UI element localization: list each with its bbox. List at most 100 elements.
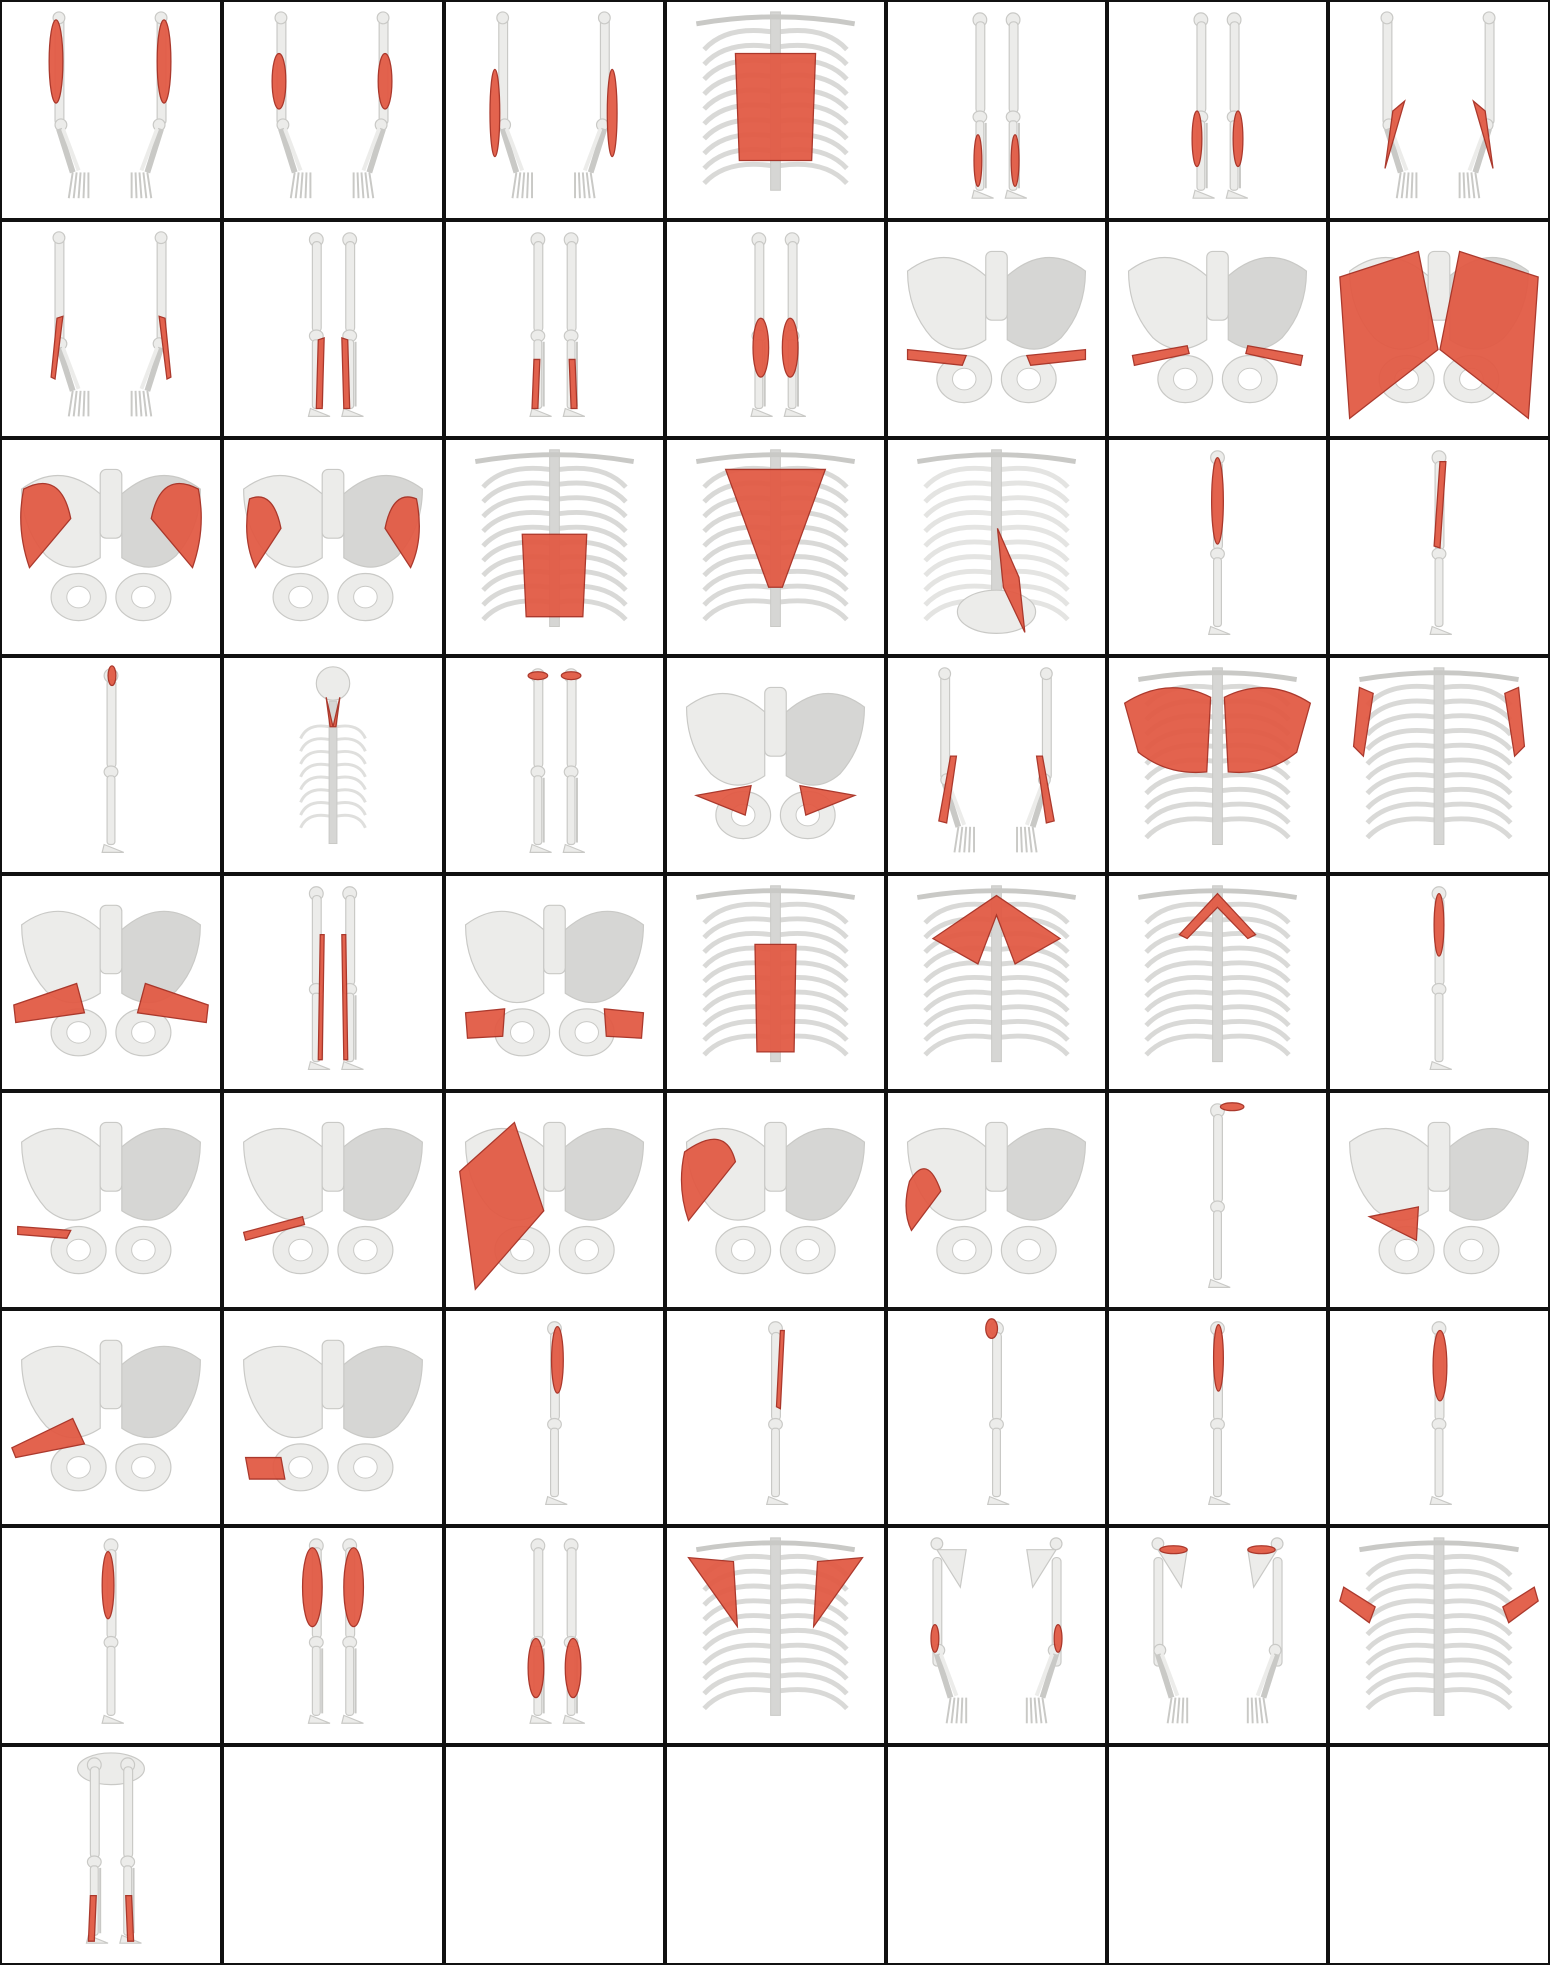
thumbnail-cell (0, 1091, 222, 1309)
highlighted-muscle (246, 496, 420, 569)
highlighted-muscle (905, 1168, 942, 1232)
skeleton (529, 668, 586, 853)
highlighted-muscle (985, 1318, 999, 1339)
anatomy-illustration (101, 665, 124, 853)
thumbnail-cell (222, 220, 444, 438)
anatomy-illustration (527, 668, 586, 853)
thumbnail-cell (0, 1526, 222, 1745)
skeleton (1127, 250, 1308, 404)
anatomy-illustration (1339, 1537, 1539, 1716)
anatomy-illustration (1191, 12, 1249, 199)
highlighted-muscle (11, 1417, 86, 1459)
thumbnail-cell (1107, 1309, 1328, 1526)
thumbnail-cell (1107, 438, 1328, 656)
anatomy-illustration (464, 904, 645, 1057)
highlighted-muscle (1339, 250, 1539, 420)
thumbnail-cell (0, 220, 222, 438)
skeleton (77, 1752, 145, 1944)
anatomy-illustration (11, 1339, 201, 1492)
thumbnail-cell (665, 656, 886, 874)
anatomy-illustration (77, 1752, 145, 1944)
thumbnail-cell (886, 656, 1107, 874)
thumbnail-cell (886, 1309, 1107, 1526)
thumbnail-cell (0, 1745, 222, 1965)
anatomy-illustration (985, 1318, 1010, 1506)
anatomy-illustration (930, 1537, 1063, 1724)
highlighted-muscle (521, 533, 588, 618)
anatomy-illustration (1429, 1321, 1452, 1506)
thumbnail-cell (222, 1745, 444, 1965)
thumbnail-cell (665, 1745, 886, 1965)
anatomy-illustration (299, 666, 367, 845)
skeleton (1359, 1537, 1519, 1716)
anatomy-illustration (1207, 1102, 1245, 1288)
highlighted-muscle (752, 317, 799, 378)
highlighted-muscle (550, 1325, 564, 1394)
skeleton (930, 1537, 1063, 1724)
thumbnail-cell (222, 438, 444, 656)
thumbnail-cell (665, 438, 886, 656)
highlighted-muscle (775, 1329, 785, 1410)
highlighted-muscle (242, 1215, 306, 1242)
highlighted-muscle (527, 671, 582, 681)
thumbnail-cell (1107, 1091, 1328, 1309)
highlighted-muscle (87, 1894, 135, 1942)
anatomy-illustration (301, 1538, 365, 1724)
thumbnail-cell (444, 1526, 665, 1745)
skeleton (464, 904, 645, 1057)
highlighted-muscle (734, 52, 817, 162)
anatomy-illustration (695, 11, 856, 191)
skeleton (1349, 1121, 1529, 1275)
skeleton (21, 1121, 201, 1275)
anatomy-illustration (13, 904, 209, 1057)
thumbnail-cell (1328, 220, 1550, 438)
anatomy-illustration (242, 1121, 423, 1275)
highlighted-muscle (1219, 1102, 1245, 1112)
anatomy-illustration (1207, 450, 1231, 635)
skeleton (685, 686, 866, 840)
skeleton (938, 667, 1053, 853)
skeleton (21, 904, 201, 1057)
thumbnail-cell (886, 438, 1107, 656)
thumbnail-cell (222, 1526, 444, 1745)
anatomy-illustration (1127, 250, 1308, 404)
skeleton (52, 231, 168, 417)
anatomy-illustration (17, 1121, 201, 1275)
anatomy-illustration (48, 11, 172, 199)
anatomy-illustration (1429, 450, 1452, 635)
thumbnail-cell (0, 874, 222, 1091)
thumbnail-cell (1328, 1091, 1550, 1309)
anatomy-illustration (307, 886, 364, 1071)
highlighted-muscle (1159, 1545, 1276, 1555)
highlighted-muscle (1352, 686, 1526, 758)
skeleton (243, 1121, 423, 1275)
highlighted-muscle (489, 68, 618, 158)
highlighted-muscle (13, 982, 209, 1024)
thumbnail-cell (886, 874, 1107, 1091)
anatomy-illustration (1207, 1321, 1231, 1506)
anatomy-illustration (906, 250, 1087, 404)
thumbnail-cell (444, 874, 665, 1091)
skeleton (916, 449, 1077, 634)
thumbnail-cell (444, 1309, 665, 1526)
thumbnail-cell (1328, 0, 1550, 220)
thumbnail-cell (222, 1309, 444, 1526)
highlighted-muscle (20, 482, 202, 569)
highlighted-muscle (17, 1225, 72, 1239)
skeleton (906, 250, 1087, 404)
highlighted-muscle (527, 1637, 582, 1699)
anatomy-illustration (1151, 1537, 1284, 1724)
anatomy-illustration (271, 11, 393, 199)
highlighted-muscle (1384, 99, 1494, 169)
anatomy-illustration (243, 468, 423, 622)
highlighted-muscle (459, 1121, 545, 1291)
thumbnail-cell (1107, 220, 1328, 438)
highlighted-muscle (680, 1138, 737, 1222)
thumbnail-cell (1328, 874, 1550, 1091)
skeleton (916, 885, 1077, 1063)
thumbnail-cell (444, 656, 665, 874)
anatomy-illustration (20, 468, 202, 622)
thumbnail-cell (222, 874, 444, 1091)
highlighted-muscle (244, 1456, 286, 1480)
anatomy-illustration (544, 1321, 568, 1506)
